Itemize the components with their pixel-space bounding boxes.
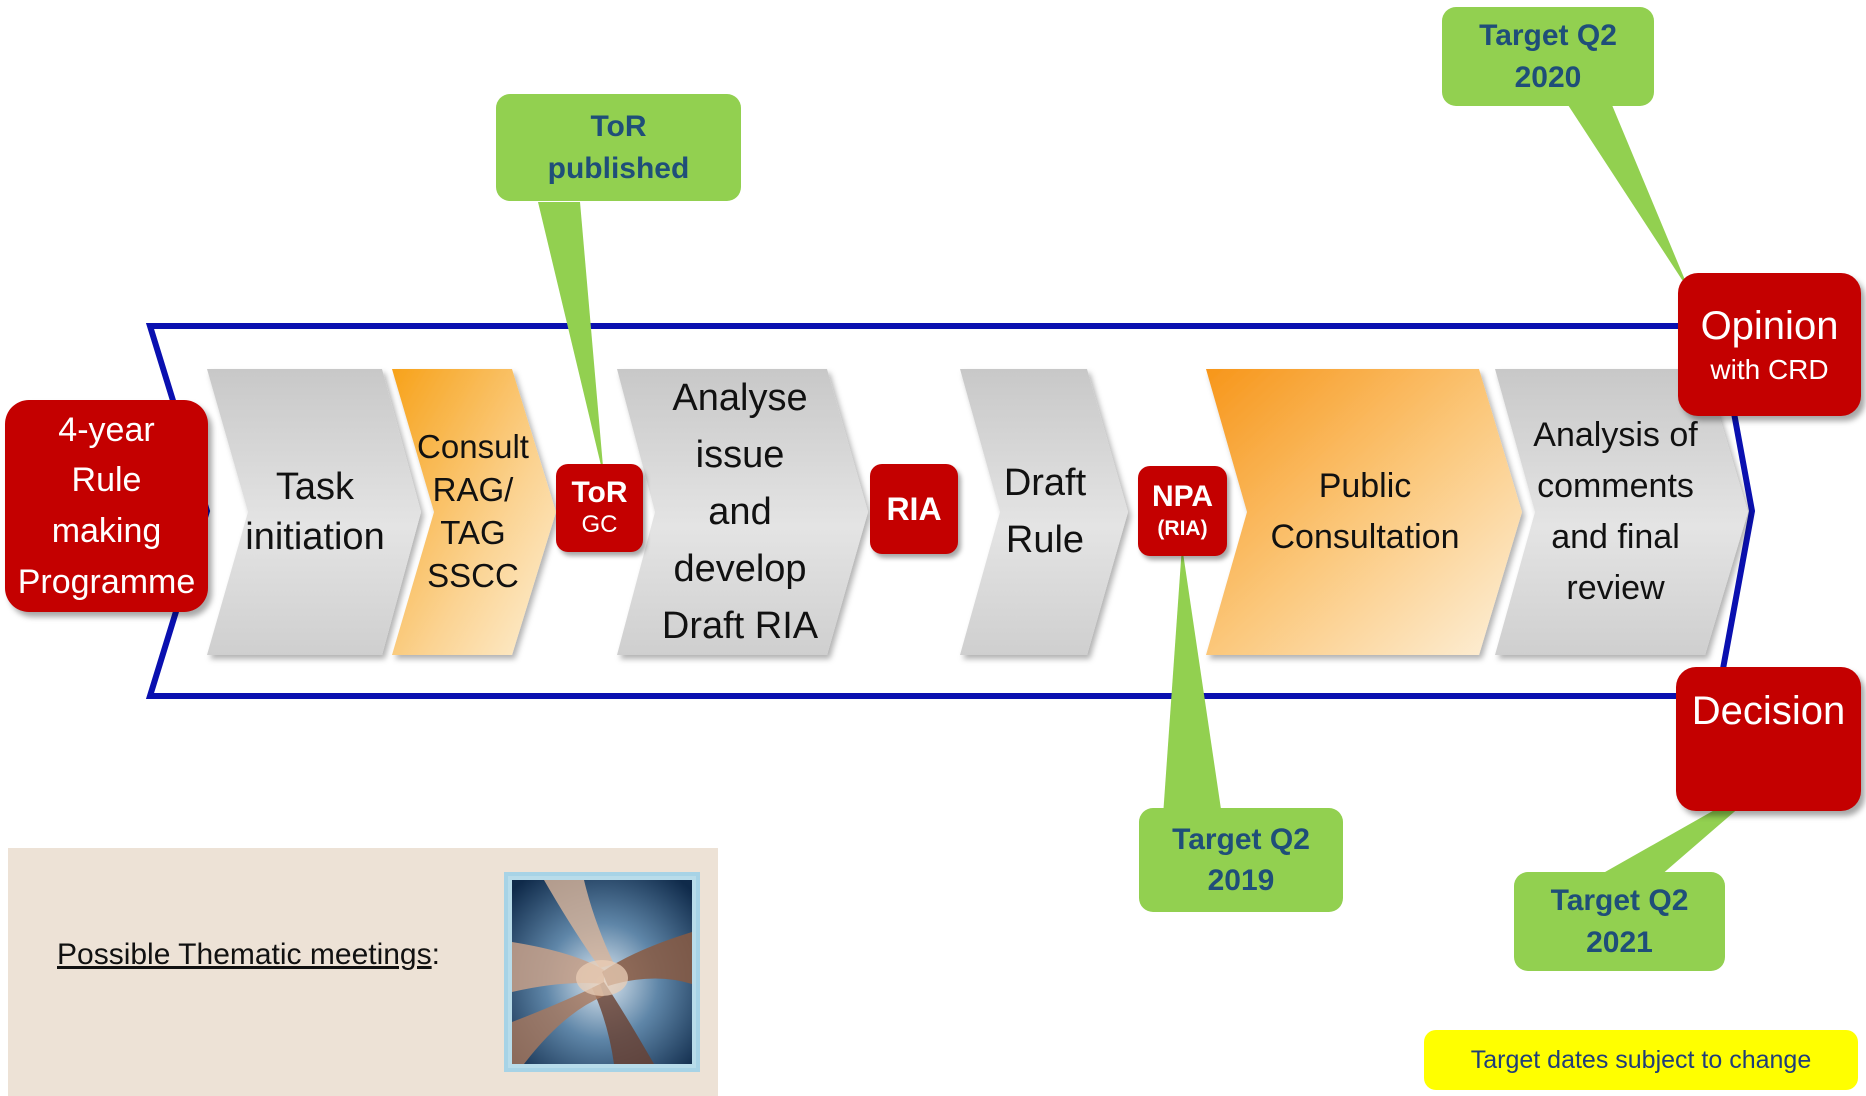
ria-milestone: RIA [870,464,958,554]
step-analysis-comments-label: Analysis of comments and final review [1533,416,1698,607]
target-q2-2021-callout: Target Q2 2021 [1514,872,1725,971]
npa-milestone: NPA (RIA) [1138,466,1227,556]
step-draft-rule-shape [960,369,1128,655]
tor-milestone: ToR GC [556,464,643,552]
thematic-meetings-colon: : [431,938,440,971]
target-2020-callout-tail [1568,105,1690,292]
tor-callout-tail [538,202,604,478]
step-consult-shape [392,369,556,655]
npa-milestone-title: NPA [1151,480,1214,514]
step-task-initiation-shape [207,369,421,655]
step-draft-rule-label: Draft Rule [1003,462,1087,561]
target-q2-2020-callout: Target Q2 2020 [1442,7,1654,106]
tor-published-callout: ToR published [496,94,741,201]
target-2019-callout-tail [1163,546,1222,816]
step-public-consultation-label: Public Consultation [1270,467,1460,556]
tor-milestone-sub: GC [581,510,618,538]
hands-together-icon [512,880,692,1064]
target-q2-2019-callout: Target Q2 2019 [1139,808,1343,912]
rulemaking-programme-label: 4-year Rule making Programme [17,410,196,601]
target-dates-note-text: Target dates subject to change [1470,1045,1812,1074]
target-dates-note: Target dates subject to change [1424,1030,1858,1090]
tor-milestone-title: ToR [571,475,628,509]
thematic-meetings-label: Possible Thematic meetings [57,938,432,971]
ria-milestone-title: RIA [886,490,942,527]
step-analysis-comments-shape [1495,369,1748,655]
npa-milestone-sub: (RIA) [1157,516,1208,540]
decision-box: Decision [1676,667,1861,811]
opinion-title: Opinion [1700,303,1839,348]
step-analyse-shape [617,369,868,655]
opinion-sub: with CRD [1710,353,1829,385]
rulemaking-programme-box: 4-year Rule making Programme [5,400,208,612]
thematic-meetings-panel: Possible Thematic meetings: [8,848,718,1096]
thematic-meetings-text: Possible Thematic meetings: [57,938,440,972]
step-public-consultation-shape [1206,369,1522,655]
opinion-box: Opinion with CRD [1678,273,1861,416]
step-analyse-label: Analyse issue and develop Draft RIA [661,376,819,647]
step-consult-label: Consult RAG/ TAG SSCC [417,428,529,594]
hands-together-image [504,872,700,1072]
step-task-initiation-label: Task initiation [245,465,385,558]
decision-title: Decision [1691,688,1846,733]
